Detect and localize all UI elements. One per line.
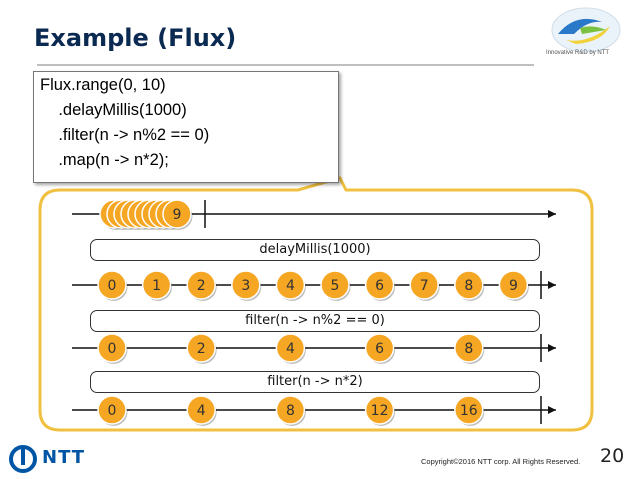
marble-label: 8 [286, 403, 295, 419]
marble-label: 1 [152, 278, 161, 294]
mapped-marble: 0 [97, 395, 128, 426]
filtered-marble: 2 [186, 333, 217, 364]
mapped-marble: 4 [186, 395, 217, 426]
code-line: .map(n -> n*2); [40, 151, 169, 169]
delayed-marble: 9 [498, 270, 529, 301]
marble-label: 8 [464, 278, 473, 294]
mapped-marble: 16 [454, 395, 485, 426]
marble-label: 4 [197, 403, 206, 419]
delayed-marble: 3 [231, 270, 262, 301]
marble-label: 6 [375, 341, 384, 357]
delayed-marble: 7 [409, 270, 440, 301]
marble-label: 8 [464, 341, 473, 357]
delayed-marble: 4 [275, 270, 306, 301]
slide-title: Example (Flux) [34, 24, 237, 52]
copyright-text: Copyright©2016 NTT corp. All Rights Rese… [421, 457, 581, 466]
filtered-marble: 6 [364, 333, 396, 364]
delayed-marble: 0 [97, 270, 128, 301]
operator-map: filter(n -> n*2) [90, 371, 540, 393]
marble-label: 2 [197, 278, 206, 294]
marble-label: 9 [173, 207, 182, 223]
marble-label: 6 [375, 278, 384, 294]
stacked-marble: 9 [162, 199, 193, 230]
brand-name: NTT [42, 447, 86, 468]
delayed-marble: 5 [320, 270, 351, 301]
marble-label: 3 [241, 278, 250, 294]
timeline-arrowhead [548, 210, 556, 218]
mapped-marble: 8 [275, 395, 306, 426]
timeline-arrowhead [548, 406, 556, 414]
delayed-marble: 1 [141, 270, 173, 301]
delayed-marble: 8 [454, 270, 485, 301]
marble-label: 7 [420, 278, 429, 294]
marble-label: 16 [460, 403, 478, 419]
code-line: .delayMillis(1000) [40, 101, 187, 119]
marble-label: 0 [108, 341, 117, 357]
filtered-marble: 8 [454, 333, 485, 364]
operator-filter: filter(n -> n%2 == 0) [90, 310, 540, 332]
code-line: .filter(n -> n%2 == 0) [40, 126, 210, 144]
delayed-marble: 6 [364, 270, 396, 301]
filtered-marble: 4 [275, 333, 306, 364]
mapped-marble: 12 [364, 395, 396, 426]
page-number: 20 [600, 445, 625, 467]
code-box: Flux.range(0, 10) .delayMillis(1000) .fi… [33, 71, 339, 183]
logo-caption: Innovative R&D by NTT [546, 50, 610, 56]
timeline-arrowhead [548, 281, 556, 289]
marble-label: 4 [286, 278, 295, 294]
marble-label: 2 [197, 341, 206, 357]
ntt-footer-icon [9, 445, 37, 473]
code-line: Flux.range(0, 10) [40, 76, 166, 94]
marble-label: 9 [509, 278, 518, 294]
marble-label: 0 [108, 278, 117, 294]
filtered-marble: 0 [97, 333, 128, 364]
marble-label: 4 [286, 341, 295, 357]
marble-label: 12 [371, 403, 389, 419]
ntt-rd-logo [551, 7, 621, 53]
marble-label: 0 [108, 403, 117, 419]
delayed-marble: 2 [186, 270, 217, 301]
timeline-arrowhead [548, 344, 556, 352]
operator-delay-millis: delayMillis(1000) [90, 239, 540, 261]
title-divider [37, 64, 534, 66]
marble-label: 5 [331, 278, 340, 294]
